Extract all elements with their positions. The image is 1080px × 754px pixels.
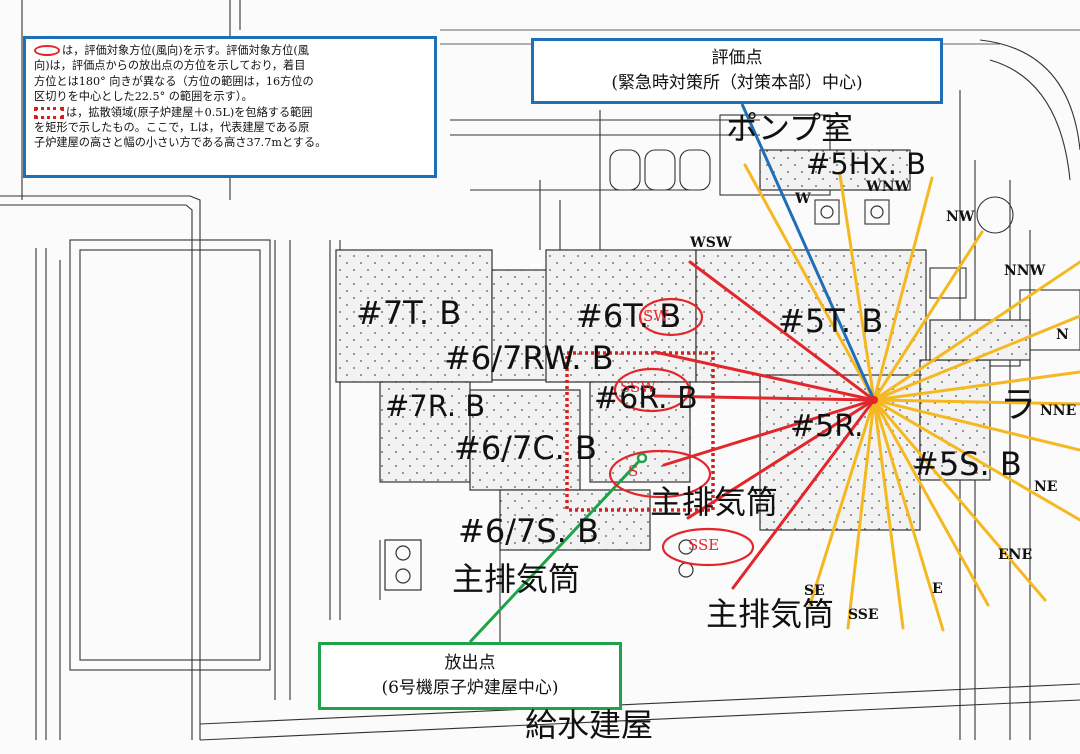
label-5tb: #5T. B <box>778 302 884 340</box>
note-line-6: を矩形で示したもの。ここで，Lは，代表建屋である原 <box>34 121 310 135</box>
label-water-supply-building: 給水建屋 <box>525 706 654 744</box>
dir-sse: SSE <box>688 536 720 554</box>
diffusion-area-rectangle <box>565 351 715 512</box>
target-sector-lines <box>653 260 876 590</box>
dir-ne: NE <box>1034 479 1058 495</box>
note-line-1: は，評価対象方位(風向)を示す。評価対象方位(風 <box>34 43 428 58</box>
dir-wnw: WNW <box>866 179 911 195</box>
label-main-stack-6: 主排気筒 <box>650 483 779 521</box>
note-line-2: 向)は，評価点からの放出点の方位を示しており，着目 <box>34 59 306 73</box>
red-ellipse-icon <box>34 45 60 56</box>
note-line-7: 子炉建屋の高さと幅の小さい方である高さ37.7mとする。 <box>34 136 327 150</box>
legend-note-box: は，評価対象方位(風向)を示す。評価対象方位(風 向)は，評価点からの放出点の方… <box>23 36 437 178</box>
building-5tb <box>695 249 927 383</box>
dir-nne: NNE <box>1040 403 1077 419</box>
building-6-7sb <box>499 489 651 551</box>
label-6rb: #6R. B <box>594 381 698 416</box>
label-7rb: #7R. B <box>385 389 486 423</box>
building-6rb <box>589 381 691 483</box>
label-7tb: #7T. B <box>356 294 462 332</box>
building-right <box>929 319 1031 361</box>
label-6-7cb: #6/7C. B <box>454 429 597 467</box>
buildings-layer <box>335 149 1031 591</box>
evaluation-point-leader <box>740 103 876 401</box>
building-6-7rwb-left <box>491 269 553 381</box>
evaluation-point-subtitle: (緊急時対策所（対策本部）中心) <box>611 73 863 93</box>
target-direction-ellipses <box>608 297 755 567</box>
release-point-marker <box>636 452 648 464</box>
label-6-7rwb: #6/7RW. B <box>444 339 614 377</box>
dir-ssw: SSW <box>620 378 656 396</box>
label-main-stack-5: 主排気筒 <box>706 595 835 633</box>
stack-box-left <box>384 539 422 591</box>
note-line-3: 方位とは180° 向きが異なる（方位の範囲は，16方位の <box>34 74 314 88</box>
dir-s: S <box>628 462 639 480</box>
red-dotted-rectangle-icon <box>34 106 64 119</box>
dir-w: W <box>795 191 811 207</box>
dir-nw: NW <box>946 209 975 225</box>
building-5hxb <box>759 149 911 191</box>
note-line-4: 区切りを中心とした22.5° の範囲を示す）。 <box>34 90 253 104</box>
release-point-callout: 放出点 (6号機原子炉建屋中心) <box>318 642 622 710</box>
dir-ene: ENE <box>998 547 1033 563</box>
release-point-subtitle: (6号機原子炉建屋中心) <box>381 678 559 698</box>
dir-n: N <box>1056 327 1069 343</box>
dir-sse-black: SSE <box>848 607 879 623</box>
label-pump-room: ポンプ室 <box>726 109 854 147</box>
note-line-5: は，拡散領域(原子炉建屋＋0.5L)を包絡する範囲 <box>34 105 428 120</box>
dir-se: SE <box>804 583 825 599</box>
label-main-stack-7: 主排気筒 <box>452 560 581 598</box>
label-5sb: #5S. B <box>912 445 1022 483</box>
label-right-fragment: ラ <box>1000 385 1037 426</box>
dir-wsw: WSW <box>690 235 732 251</box>
evaluation-point-title: 評価点 <box>711 48 763 68</box>
evaluation-point-marker <box>870 396 878 404</box>
building-6tb <box>545 249 697 383</box>
building-7tb <box>335 249 493 383</box>
building-6-7cb <box>469 389 581 491</box>
label-5rb: #5R. <box>790 409 864 444</box>
label-5hxb: #5Hx. B <box>806 147 927 181</box>
dir-e: E <box>932 581 943 597</box>
building-7rb <box>379 381 471 483</box>
release-point-title: 放出点 <box>444 653 496 673</box>
label-6-7sb: #6/7S. B <box>458 512 599 550</box>
dir-sw: SW <box>643 307 669 325</box>
other-sector-lines <box>743 163 1080 632</box>
release-point-leader <box>468 456 644 644</box>
label-6tb: #6T. B <box>576 297 682 335</box>
dir-nnw: NNW <box>1004 263 1046 279</box>
evaluation-point-callout: 評価点 (緊急時対策所（対策本部）中心) <box>531 38 943 104</box>
